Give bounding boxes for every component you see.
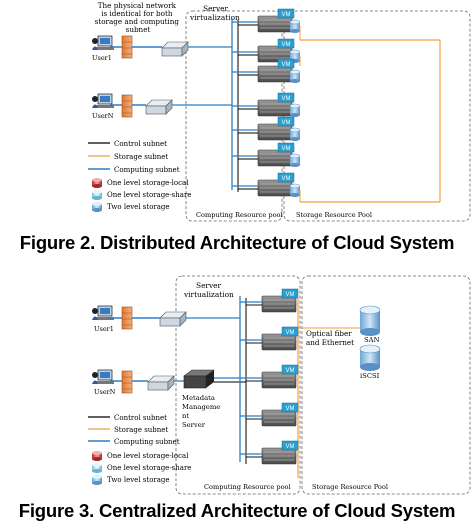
userN-computer-icon-3 [91, 369, 115, 385]
san-icon [359, 305, 381, 336]
iscsi-icon [359, 344, 381, 371]
server-3 [232, 58, 301, 84]
user1-computer-icon [91, 35, 115, 51]
server-3-5 [240, 440, 299, 465]
server-1 [232, 8, 301, 40]
legend3-two: Two level storage [107, 476, 170, 484]
user1-firewall-icon [121, 35, 133, 59]
legend3-local: One level storage-local [107, 452, 189, 460]
legend-fig3: Control subnet Storage subnet Computing … [88, 414, 191, 485]
legend-storage: Storage subnet [114, 153, 168, 161]
userN-label-3: UserN [94, 388, 116, 396]
user1-switch-icon-3 [159, 311, 187, 327]
server-4 [232, 92, 301, 118]
legend-control: Control subnet [114, 140, 167, 148]
figure-2-caption: Figure 2. Distributed Architecture of Cl… [19, 232, 455, 253]
user1-label-3: User1 [94, 325, 114, 333]
legend-computing: Computing subnet [114, 166, 180, 174]
legend3-storage: Storage subnet [114, 426, 168, 434]
network-note: The physical network is identical for bo… [95, 1, 182, 34]
legend-share: One level storage-share [107, 191, 191, 199]
userN-label: UserN [92, 112, 114, 120]
legend3-computing: Computing subnet [114, 438, 180, 446]
legend-fig2: Control subnet Storage subnet Computing … [88, 140, 191, 212]
figure-3-caption: Figure 3. Centralized Architecture of Cl… [18, 500, 456, 521]
legend3-control: Control subnet [114, 414, 167, 422]
legend3-share: One level storage-share [107, 464, 191, 472]
computing-pool-label-3: Computing Resource pool [204, 483, 291, 491]
server-6 [232, 142, 301, 168]
server-3-3 [240, 364, 299, 389]
computing-pool-box-3 [175, 275, 301, 495]
legend-two: Two level storage [107, 203, 170, 211]
userN-firewall-icon [121, 94, 133, 118]
storage-pool-label-3: Storage Resource Pool [312, 483, 388, 491]
server-5 [232, 116, 301, 142]
userN-switch-icon [145, 99, 173, 115]
figure-2: The physical network is identical for bo… [88, 1, 471, 222]
server-2 [232, 38, 301, 66]
user1-label: User1 [92, 54, 112, 62]
legend-local: One level storage-local [107, 179, 189, 187]
san-label: SAN [364, 336, 380, 344]
userN-computer-icon [91, 93, 115, 109]
storage-pool-box-3 [301, 275, 471, 495]
storage-pool-box [283, 10, 471, 222]
metadata-server-icon [183, 369, 215, 389]
server-7 [232, 172, 301, 202]
computing-pool-label: Computing Resource pool [196, 211, 283, 219]
user1-switch-icon [161, 41, 189, 57]
user1-firewall-icon-3 [121, 306, 133, 330]
userN-firewall-icon-3 [121, 370, 133, 394]
server-3-2 [240, 326, 299, 351]
server-3-4 [240, 402, 299, 427]
server-3-1 [240, 288, 299, 313]
iscsi-label: iSCSI [360, 372, 380, 380]
userN-switch-icon-3 [147, 375, 175, 391]
storage-pool-label: Storage Resource Pool [296, 211, 372, 219]
